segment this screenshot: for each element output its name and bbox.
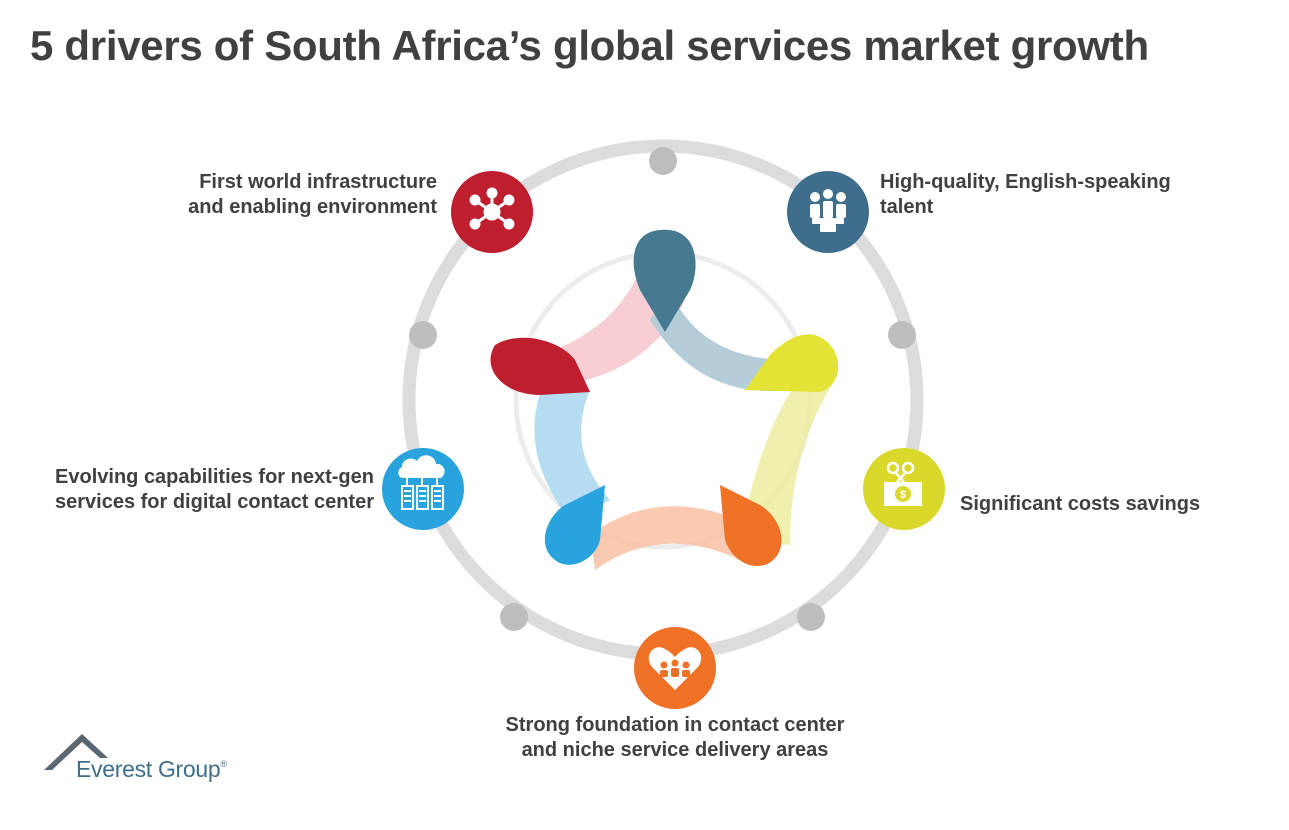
driver-label-infrastructure: First world infrastructure and enabling … — [188, 170, 437, 220]
driver-icon-infrastructure — [451, 171, 533, 253]
heart-people-icon — [648, 647, 702, 690]
driver-icon-talent — [787, 171, 869, 253]
ring-dot — [797, 603, 825, 631]
driver-label-line: talent — [880, 196, 934, 218]
driver-label-line: services for digital contact center — [54, 491, 374, 513]
logo-text: Everest Group® — [76, 756, 227, 783]
mountain-icon — [44, 734, 108, 770]
svg-text:$: $ — [900, 489, 906, 501]
network-hub-icon — [469, 187, 515, 230]
cloud-servers-icon — [398, 455, 445, 510]
driver-label-line: Evolving capabilities for next-gen — [55, 466, 374, 488]
driver-icon-costs: $ — [863, 448, 945, 530]
arc-blue — [534, 380, 610, 520]
ring-dot — [409, 321, 437, 349]
star-petals — [490, 229, 839, 566]
people-group-icon — [810, 189, 846, 232]
ring-dot — [500, 603, 528, 631]
page-title: 5 drivers of South Africa’s global servi… — [30, 22, 1149, 69]
driver-label-line: and niche service delivery areas — [521, 739, 829, 761]
driver-label-line: and enabling environment — [188, 196, 437, 218]
driver-label-costs: Significant costs savings — [960, 492, 1200, 517]
scissors-money-icon: $ — [884, 461, 922, 506]
arc-teal — [650, 290, 790, 392]
petal-orange — [720, 485, 782, 566]
petal-teal — [633, 229, 696, 332]
driver-label-next-gen: Evolving capabilities for next-gen servi… — [55, 465, 374, 515]
ring-dot — [888, 321, 916, 349]
ring-dots — [409, 147, 916, 631]
arc-yellow — [740, 370, 835, 545]
logo-registered-mark: ® — [220, 759, 227, 769]
ring-dot — [649, 147, 677, 175]
petal-blue — [544, 485, 605, 565]
arc-orange — [590, 506, 760, 570]
driver-icon-contact-center — [634, 627, 716, 709]
logo-name: Everest Group — [76, 756, 221, 782]
driver-label-line: First world infrastructure — [199, 171, 437, 193]
petal-red — [490, 337, 590, 395]
driver-icon-next-gen — [382, 448, 464, 530]
driver-label-line: Significant costs savings — [960, 493, 1201, 515]
driver-label-line: Strong foundation in contact center — [505, 714, 845, 736]
driver-label-talent: High-quality, English-speaking talent — [880, 170, 1171, 220]
driver-label-line: High-quality, English-speaking — [880, 171, 1171, 193]
everest-group-logo: Everest Group® — [42, 732, 232, 792]
petal-yellow — [745, 334, 839, 392]
driver-label-contact-center: Strong foundation in contact center and … — [475, 713, 875, 763]
